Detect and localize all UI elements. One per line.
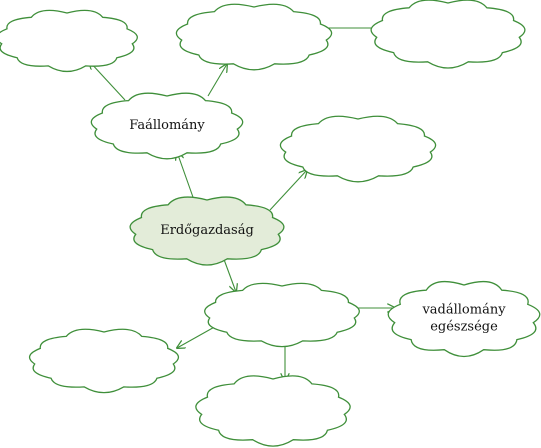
cloud-shape [279,115,437,183]
arrow-erdogazdasag-to-right-middle [269,170,307,211]
cloud-shape [175,3,333,71]
cloud-shape [0,9,138,73]
node-top-right [370,0,526,69]
arrow-faallomany-to-top-left [89,61,126,101]
node-erdogazdasag: Erdőgazdaság [129,196,285,266]
cloud-shape [204,282,360,348]
node-label: Erdőgazdaság [160,223,254,238]
node-bottom [195,375,351,447]
node-lower-left [28,328,180,394]
cloud-shape [129,196,285,266]
arrow-lower-hub-to-lower-left [177,324,219,348]
node-vadallomany: vadállomány egészsége [387,280,541,358]
cloud-shape [28,328,180,394]
node-label: Faállomány [129,118,205,133]
cloud-shape [90,92,244,160]
node-faallomany: Faállomány [90,92,244,160]
arrow-erdogazdasag-to-faallomany [177,152,195,201]
node-label: egészsége [430,320,498,335]
cloud-shape [195,375,351,447]
node-label: vadállomány [421,303,506,318]
node-top-left [0,9,138,73]
cloud-shape [387,280,541,358]
cloud-shape [370,0,526,69]
arrow-faallomany-to-top-middle [207,64,227,97]
node-right-middle [279,115,437,183]
node-lower-hub [204,282,360,348]
node-top-middle [175,3,333,71]
